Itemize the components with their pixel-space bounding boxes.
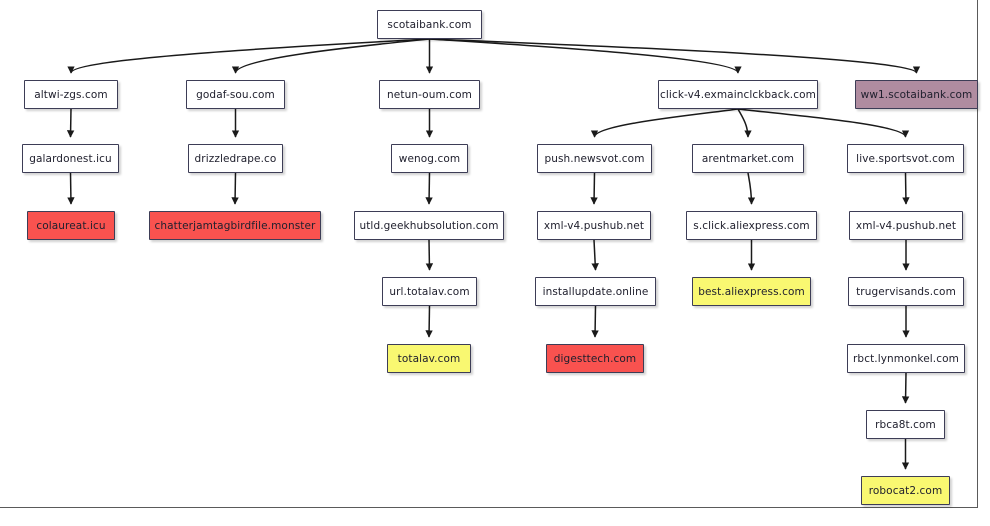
graph-node[interactable]: url.totalav.com (382, 277, 477, 306)
graph-node[interactable]: wenog.com (391, 144, 468, 173)
graph-node-label: netun-oum.com (387, 88, 472, 101)
graph-node[interactable]: galardonest.icu (22, 144, 119, 173)
graph-node-label: xml-v4.pushub.net (855, 219, 957, 232)
graph-node[interactable]: click-v4.exmainclckback.com (658, 80, 818, 109)
graph-node-label: godaf-sou.com (196, 88, 275, 101)
graph-node-label: best.aliexpress.com (698, 285, 805, 298)
graph-node[interactable]: arentmarket.com (692, 144, 804, 173)
graph-node[interactable]: netun-oum.com (379, 80, 480, 109)
graph-node-label: chatterjamtagbirdfile.monster (154, 219, 316, 232)
graph-node[interactable]: altwi-zgs.com (24, 80, 118, 109)
graph-node[interactable]: chatterjamtagbirdfile.monster (149, 211, 321, 240)
graph-node-label: click-v4.exmainclckback.com (660, 88, 816, 101)
graph-node[interactable]: xml-v4.pushub.net (537, 211, 651, 240)
graph-node-label: altwi-zgs.com (34, 88, 108, 101)
graph-node[interactable]: scotaibank.com (377, 10, 482, 39)
graph-node-label: galardonest.icu (29, 152, 112, 165)
graph-node-label: s.click.aliexpress.com (693, 219, 810, 232)
graph-node[interactable]: digesttech.com (546, 344, 644, 373)
graph-node[interactable]: xml-v4.pushub.net (849, 211, 963, 240)
graph-node-label: drizzledrape.co (194, 152, 277, 165)
graph-node-label: rbct.lynmonkel.com (853, 352, 959, 365)
graph-node-label: installupdate.online (542, 285, 649, 298)
graph-node-label: arentmarket.com (701, 152, 795, 165)
graph-node-label: totalav.com (397, 352, 461, 365)
graph-node-label: xml-v4.pushub.net (543, 219, 645, 232)
graph-node[interactable]: ww1.scotaibank.com (855, 80, 978, 109)
graph-node[interactable]: installupdate.online (535, 277, 656, 306)
graph-node-label: ww1.scotaibank.com (860, 88, 973, 101)
graph-node[interactable]: robocat2.com (861, 476, 950, 505)
graph-node[interactable]: rbca8t.com (866, 410, 945, 439)
graph-node-label: push.newsvot.com (544, 152, 645, 165)
graph-node-label: digesttech.com (553, 352, 637, 365)
graph-node[interactable]: trugervisands.com (848, 277, 964, 306)
graph-node-label: trugervisands.com (856, 285, 956, 298)
graph-node[interactable]: s.click.aliexpress.com (686, 211, 817, 240)
graph-node-label: wenog.com (398, 152, 461, 165)
graph-node[interactable]: rbct.lynmonkel.com (847, 344, 965, 373)
graph-node[interactable]: push.newsvot.com (537, 144, 652, 173)
graph-node-label: rbca8t.com (875, 418, 936, 431)
graph-node[interactable]: live.sportsvot.com (847, 144, 964, 173)
graph-node-label: colaureat.icu (36, 219, 106, 232)
graph-node-label: utld.geekhubsolution.com (359, 219, 499, 232)
graph-node[interactable]: totalav.com (387, 344, 471, 373)
graph-node[interactable]: drizzledrape.co (188, 144, 283, 173)
diagram-frame (0, 0, 978, 508)
graph-node-label: robocat2.com (868, 484, 943, 497)
graph-node-label: scotaibank.com (387, 18, 472, 31)
graph-node-label: url.totalav.com (389, 285, 470, 298)
graph-node[interactable]: godaf-sou.com (186, 80, 285, 109)
graph-node[interactable]: best.aliexpress.com (692, 277, 811, 306)
graph-node-label: live.sportsvot.com (856, 152, 955, 165)
graph-node[interactable]: utld.geekhubsolution.com (354, 211, 504, 240)
graph-node[interactable]: colaureat.icu (27, 211, 115, 240)
